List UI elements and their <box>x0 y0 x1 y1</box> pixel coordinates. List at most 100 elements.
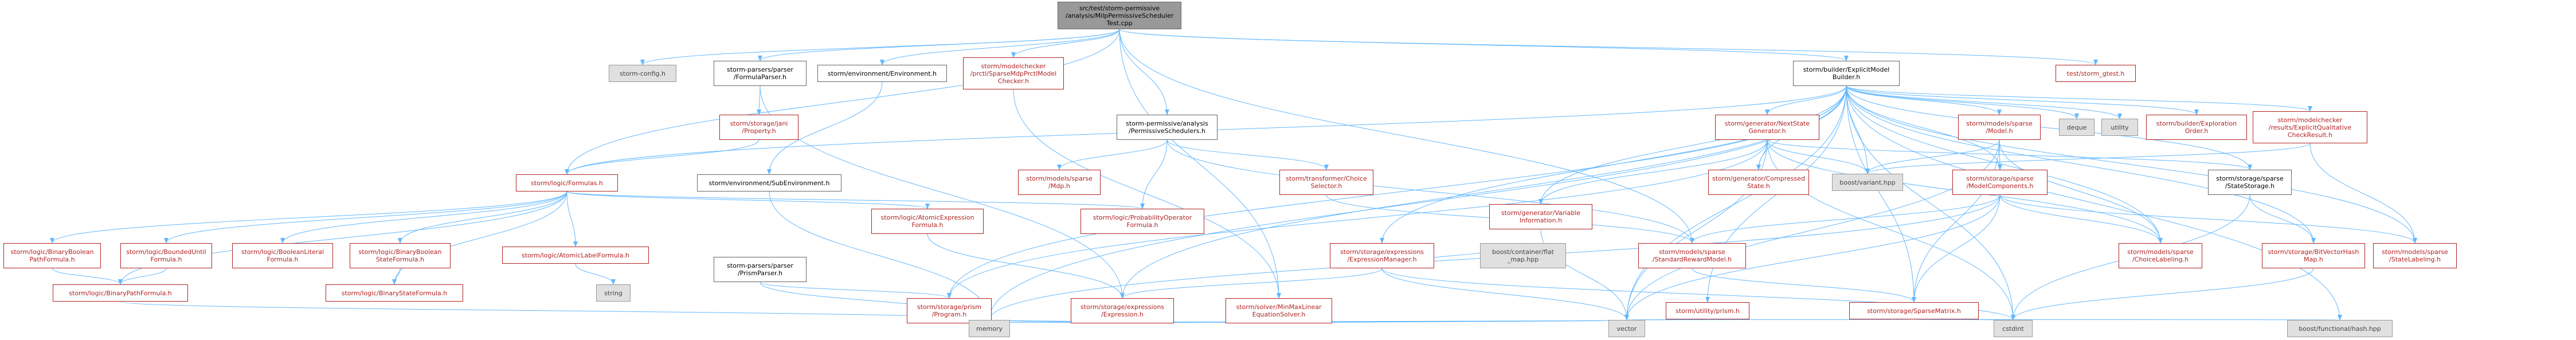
node-label-line: Formula.h <box>1126 221 1158 229</box>
edge-explicitbuilder-to-varinfo <box>1538 85 1847 205</box>
node-label-line: storm/modelchecker <box>2277 116 2343 124</box>
node-utility-prism[interactable]: storm/utility/prism.h <box>1666 302 1749 319</box>
node-label-line: /FormulaParser.h <box>733 73 787 81</box>
node-state-labeling[interactable]: storm/models/sparse/StateLabeling.h <box>2373 243 2457 268</box>
edge-modelcomp-to-vector <box>1624 194 2000 321</box>
node-root-test-cpp[interactable]: src/test/storm-permissive/analysis/MilpP… <box>1058 2 1181 29</box>
node-label-line: storm/storage/SparseMatrix.h <box>1867 307 1961 315</box>
node-label-line: storm/generator/NextState <box>1724 120 1810 127</box>
node-label-line: Formula.h <box>267 256 299 263</box>
node-boost-functional-hash[interactable]: boost/functional/hash.hpp <box>2287 320 2393 337</box>
node-label-line: storm/storage/BitVectorHash <box>2268 248 2359 256</box>
node-expression-manager[interactable]: storm/storage/expressions/ExpressionMana… <box>1330 243 1434 268</box>
edge-modelcomp-to-statelab <box>1999 194 2417 244</box>
node-label-line: /Mdp.h <box>1048 182 1070 190</box>
node-storm-gtest[interactable]: test/storm_gtest.h <box>2056 65 2136 82</box>
node-state-storage[interactable]: storm/storage/sparse/StateStorage.h <box>2208 170 2292 195</box>
edge-exprmgr-to-vector <box>1381 268 1629 321</box>
edge-nextstate-to-varinfo <box>1538 139 1768 205</box>
node-sub-environment[interactable]: storm/environment/SubEnvironment.h <box>697 174 841 192</box>
node-binary-state-formula[interactable]: storm/logic/BinaryStateFormula.h <box>326 284 463 302</box>
node-formula-parser[interactable]: storm-parsers/parser/FormulaParser.h <box>714 61 807 86</box>
node-logic-formulas[interactable]: storm/logic/Formulas.h <box>516 174 618 192</box>
node-label-line: storm/logic/BinaryStateFormula.h <box>341 289 448 297</box>
node-label-line: /Model.h <box>1986 127 2013 135</box>
node-label-line: storm/builder/Exploration <box>2156 120 2237 127</box>
node-sparse-matrix[interactable]: storm/storage/SparseMatrix.h <box>1849 302 1979 319</box>
node-label-line: /PrismParser.h <box>737 269 783 277</box>
node-prism-program[interactable]: storm/storage/prism/Program.h <box>907 298 992 323</box>
edge-sparsemodel-to-variant <box>1865 139 2000 174</box>
edge-subenv-to-memory <box>769 191 992 321</box>
node-vector[interactable]: vector <box>1608 320 1645 337</box>
node-label-line: storm/generator/Variable <box>1501 209 1581 217</box>
node-label-line: Order.h <box>2184 127 2209 135</box>
node-label-line: /Expression.h <box>1101 311 1144 318</box>
node-label-line: storm/logic/BinaryPathFormula.h <box>69 289 172 297</box>
node-label-line: storm/modelchecker <box>981 62 1046 70</box>
node-label-line: storm/environment/SubEnvironment.h <box>708 179 830 187</box>
node-label-line: utility <box>2111 123 2129 131</box>
node-binary-path-formula[interactable]: storm/logic/BinaryPathFormula.h <box>53 284 188 302</box>
node-label-line: deque <box>2066 123 2087 131</box>
node-label-line: /results/ExplicitQualitative <box>2268 123 2352 131</box>
node-storm-config[interactable]: storm-config.h <box>609 65 676 82</box>
edge-permsched-to-stdreward <box>1166 139 1694 244</box>
node-label-line: storm/builder/ExplicitModel <box>1803 66 1890 73</box>
node-memory[interactable]: memory <box>969 320 1010 337</box>
node-atomic-label-formula[interactable]: storm/logic/AtomicLabelFormula.h <box>502 247 649 264</box>
node-choice-labeling[interactable]: storm/models/sparse/ChoiceLabeling.h <box>2119 243 2202 268</box>
edge-formulas-to-bounded <box>164 191 567 244</box>
edge-formulas-to-atomlabel <box>566 191 578 247</box>
node-label-line: StateFormula.h <box>375 256 425 263</box>
node-prism-parser[interactable]: storm-parsers/parser/PrismParser.h <box>714 257 807 282</box>
edge-nextstate-to-vector <box>1624 139 1768 321</box>
node-label-line: src/test/storm-permissive <box>1079 4 1160 12</box>
node-cstdint[interactable]: cstdint <box>1994 320 2033 337</box>
node-label-line: Checker.h <box>997 77 1029 85</box>
edge-modelcomp-to-sparsematrix <box>1912 194 2000 303</box>
edge-formulas-to-binboolstate <box>398 191 567 244</box>
node-deque[interactable]: deque <box>2059 119 2095 136</box>
edge-explicitbuilder-to-hash <box>1846 85 2342 321</box>
node-environment[interactable]: storm/environment/Environment.h <box>817 65 947 82</box>
node-label-line: storm/logic/Formulas.h <box>531 179 603 187</box>
node-sparse-mdp-prctl-checker[interactable]: storm/modelchecker/prctl/SparseMdpPrctlM… <box>963 57 1064 89</box>
edge-atomicexpr-to-expression <box>927 233 1125 299</box>
edge-binbool-to-binpath <box>52 268 123 285</box>
edge-explicitbuilder-to-exploration <box>1846 85 2199 115</box>
node-standard-reward-model[interactable]: storm/models/sparse/StandardRewardModel.… <box>1638 243 1746 268</box>
node-label-line: /PermissiveSchedulers.h <box>1129 127 1205 135</box>
node-jani-property[interactable]: storm/storage/jani/Property.h <box>719 115 798 140</box>
node-model-components[interactable]: storm/storage/sparse/ModelComponents.h <box>1952 170 2048 195</box>
node-string[interactable]: string <box>596 284 631 302</box>
edge-parserprism-to-prismprog <box>760 282 952 299</box>
node-permissive-schedulers[interactable]: storm-permissive/analysis/PermissiveSche… <box>1117 115 1217 140</box>
node-boost-variant[interactable]: boost/variant.hpp <box>1832 174 1903 191</box>
edge-explicitbuilder-to-vector <box>1624 85 1847 321</box>
node-label-line: Formula.h <box>911 221 944 229</box>
node-expression[interactable]: storm/storage/expressions/Expression.h <box>1071 298 1174 323</box>
node-utility[interactable]: utility <box>2101 119 2138 136</box>
node-label-line: boost/functional/hash.hpp <box>2299 325 2381 333</box>
node-sparse-model[interactable]: storm/models/sparse/Model.h <box>1958 115 2041 140</box>
node-label-line: Generator.h <box>1748 127 1786 135</box>
node-label-line: /analysis/MilpPermissiveScheduler <box>1065 11 1174 19</box>
node-explicit-qualitative-check-result[interactable]: storm/modelchecker/results/ExplicitQuali… <box>2253 111 2367 143</box>
node-boost-flat-map[interactable]: boost/container/flat_map.hpp <box>1480 243 1566 268</box>
node-sparse-mdp[interactable]: storm/models/sparse/Mdp.h <box>1018 170 1101 195</box>
